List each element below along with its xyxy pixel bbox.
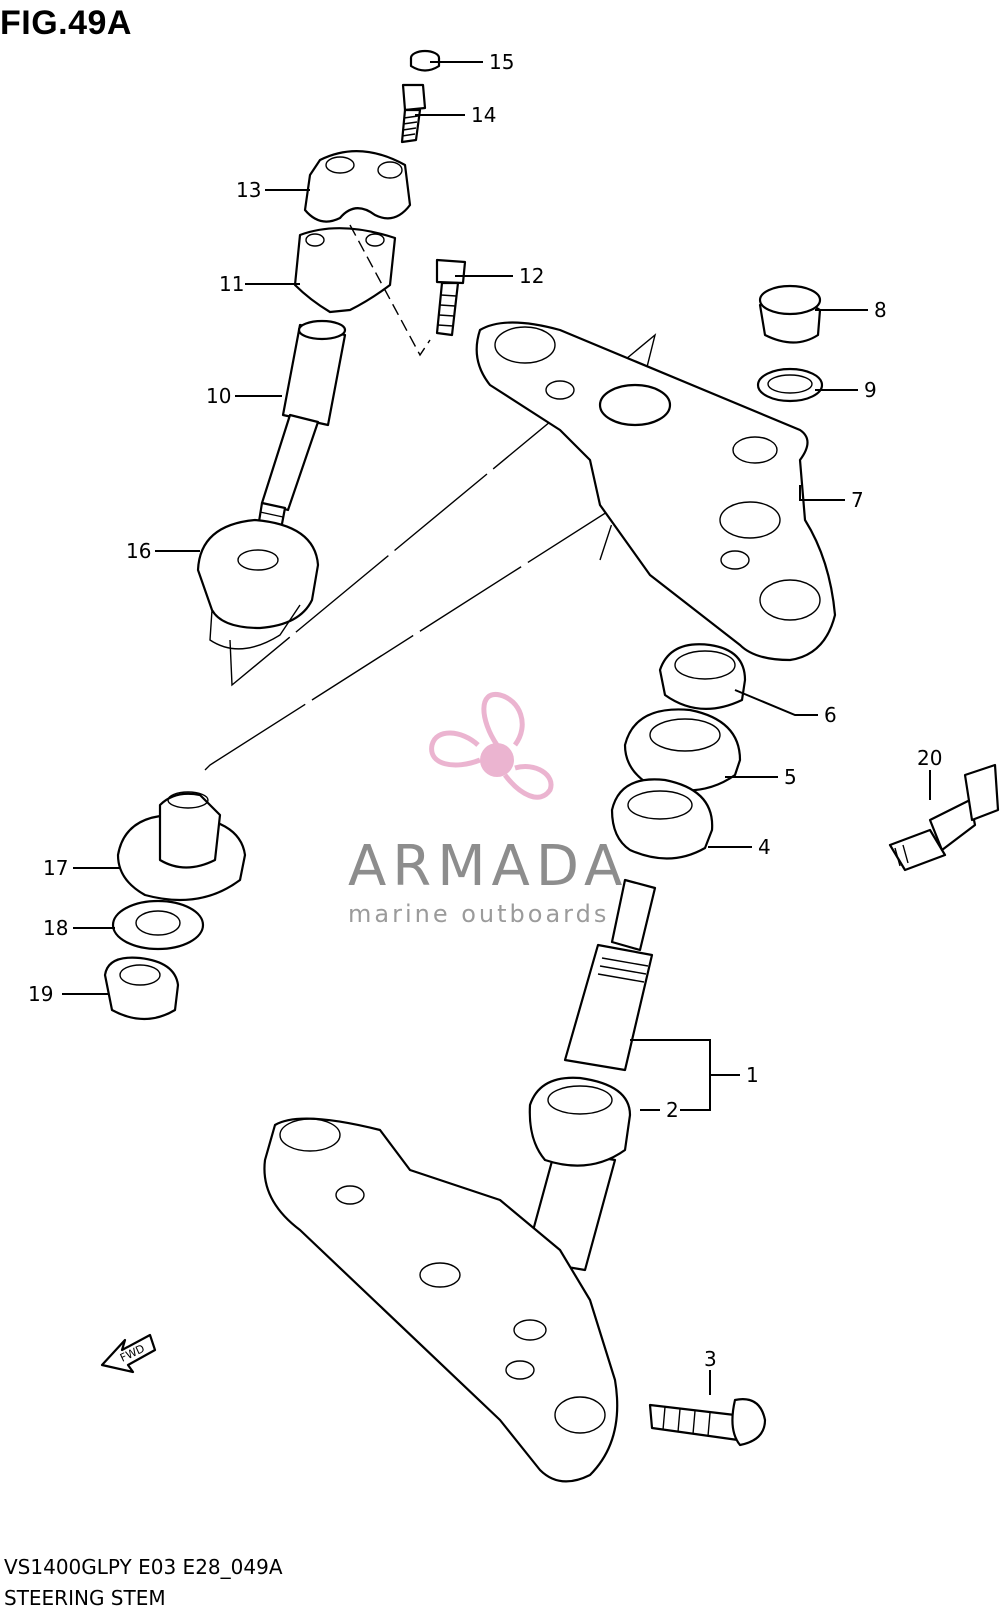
callout-4: 4 — [758, 835, 771, 859]
part-11-lower-handlebar-holder — [293, 227, 397, 314]
part-12-bolt — [435, 258, 467, 337]
part-9-washer — [756, 367, 824, 403]
forward-arrow-icon: FWD — [100, 1333, 157, 1374]
part-13-upper-handlebar-holder — [303, 150, 412, 223]
callout-5: 5 — [784, 765, 797, 789]
part-10-damper — [254, 319, 347, 547]
callout-20: 20 — [917, 746, 942, 770]
part-17-bushing — [116, 791, 247, 902]
watermark-tagline: marine outboards — [348, 900, 609, 928]
part-8-cap — [758, 284, 822, 344]
section-name: STEERING STEM — [4, 1586, 166, 1610]
callout-8: 8 — [874, 298, 887, 322]
part-7-upper-bracket — [475, 321, 837, 662]
callout-14: 14 — [471, 103, 496, 127]
callout-18: 18 — [43, 916, 68, 940]
callout-13: 13 — [236, 178, 261, 202]
callout-9: 9 — [864, 378, 877, 402]
callout-7: 7 — [851, 488, 864, 512]
callout-10: 10 — [206, 384, 231, 408]
callout-1: 1 — [746, 1063, 759, 1087]
part-4-bearing — [610, 778, 714, 860]
figure-title: FIG.49A — [0, 4, 132, 42]
callout-15: 15 — [489, 50, 514, 74]
part-15-cap — [409, 49, 441, 72]
callout-2: 2 — [666, 1098, 679, 1122]
callout-labels: 15 14 13 11 12 10 16 8 9 7 6 5 4 20 17 1… — [28, 50, 942, 1371]
callout-12: 12 — [519, 264, 544, 288]
part-18-washer — [111, 899, 205, 951]
leader-lines — [62, 61, 931, 1395]
callout-17: 17 — [43, 856, 68, 880]
callout-6: 6 — [824, 703, 837, 727]
part-16-cushion — [196, 518, 320, 650]
watermark-brand: ARMADA — [348, 834, 628, 899]
part-20-sensor — [888, 763, 1000, 872]
callout-3: 3 — [704, 1347, 717, 1371]
part-6-stem-nut — [658, 643, 747, 710]
callout-11: 11 — [219, 272, 244, 296]
part-19-nut — [103, 956, 180, 1020]
part-1-steering-stem — [263, 878, 657, 1483]
part-3-bolt — [648, 1398, 767, 1447]
propeller-icon — [429, 692, 554, 800]
callout-19: 19 — [28, 982, 53, 1006]
model-code: VS1400GLPY E03 E28_049A — [4, 1555, 283, 1579]
watermark: ARMADA marine outboards — [348, 692, 628, 928]
callout-16: 16 — [126, 539, 151, 563]
part-5-dust-seal — [623, 708, 742, 792]
part-2-bearing — [528, 1076, 632, 1167]
part-14-bolt — [400, 83, 427, 144]
